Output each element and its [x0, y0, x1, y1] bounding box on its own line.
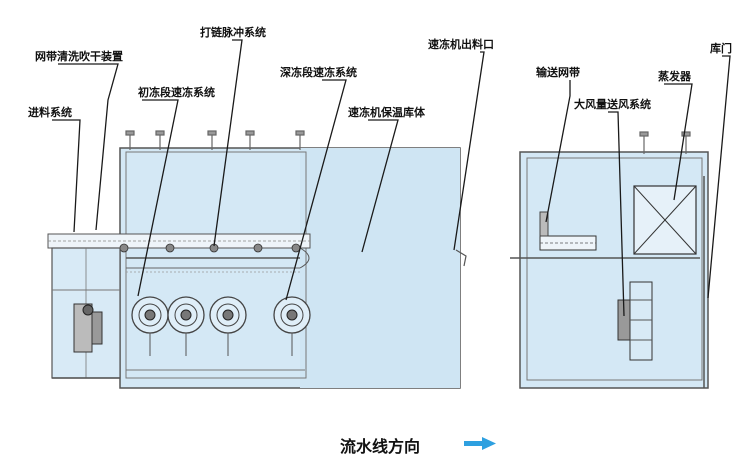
label-feeding-system: 进料系统 — [28, 105, 72, 119]
fan-row — [131, 296, 311, 356]
fan-3 — [209, 296, 247, 356]
conveyor-tray — [539, 211, 597, 251]
flow-arrow-icon — [464, 437, 496, 450]
top-fittings — [125, 130, 305, 150]
flow-direction-label: 流水线方向 — [340, 437, 420, 456]
conveyor-rail — [47, 233, 311, 273]
side-elevation — [47, 130, 467, 389]
label-outlet: 速冻机出料口 — [428, 37, 494, 51]
label-large-airflow: 大风量送风系统 — [574, 97, 651, 111]
label-deep-freezing: 深冻段速冻系统 — [280, 65, 357, 79]
fan-4 — [273, 296, 311, 356]
label-insulated-body: 速冻机保温库体 — [348, 105, 426, 119]
leader-lines — [52, 39, 731, 317]
label-evaporator: 蒸发器 — [658, 69, 692, 83]
air-fan-stack — [617, 281, 653, 361]
label-conveyor-belt: 输送网带 — [536, 65, 580, 79]
feeding-section — [51, 247, 121, 379]
label-chain-pulse: 打链脉冲系统 — [200, 25, 266, 39]
label-door: 库门 — [710, 41, 732, 55]
label-belt-cleaning: 网带清洗吹干装置 — [35, 49, 123, 63]
inner-frame — [125, 151, 307, 379]
label-initial-freezing: 初冻段速冻系统 — [138, 85, 215, 99]
evaporator-unit — [633, 185, 697, 255]
fan-2 — [167, 296, 205, 356]
outlet-chute — [455, 249, 467, 267]
